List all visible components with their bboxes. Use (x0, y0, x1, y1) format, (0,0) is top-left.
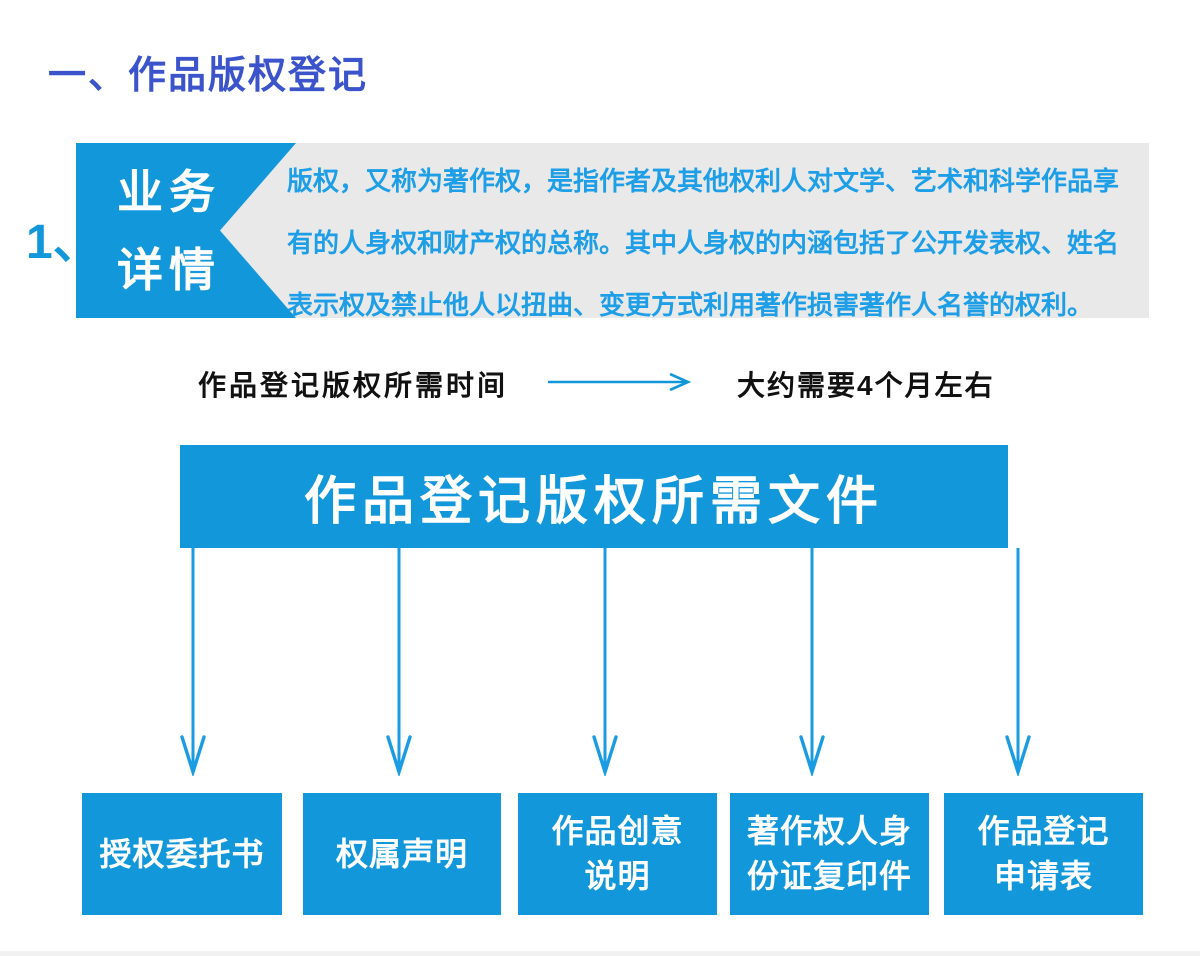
processing-time-value: 大约需要4个月左右 (737, 370, 995, 401)
doc-box-registration-form: 作品登记 申请表 (944, 793, 1143, 915)
down-arrow-icon (386, 548, 412, 776)
doc-box-label: 说明 (584, 858, 651, 894)
page-title: 一、作品版权登记 (48, 55, 369, 97)
business-detail-label: 业务 详情 (76, 143, 262, 318)
doc-box-label: 份证复印件 (746, 858, 912, 894)
doc-box-label: 作品创意 (551, 813, 684, 849)
down-arrow-icon (1005, 548, 1031, 776)
doc-box-id-copy: 著作权人身 份证复印件 (730, 793, 929, 915)
bottom-edge-strip (0, 951, 1200, 956)
processing-time-label: 作品登记版权所需时间 (198, 370, 509, 401)
description-text: 版权，又称为著作权，是指作者及其他权利人对文学、艺术和科学作品享 有的人身权和财… (287, 150, 1162, 336)
down-arrow-icon (180, 548, 206, 776)
down-arrow-icon (592, 548, 618, 776)
doc-box-label: 著作权人身 (746, 813, 912, 849)
business-detail-label-line: 详情 (117, 243, 221, 296)
doc-box-label: 授权委托书 (99, 835, 265, 872)
description-panel-wedge (220, 143, 1149, 318)
doc-box-creative-description: 作品创意 说明 (518, 793, 717, 915)
business-detail-label-line: 业务 (117, 165, 221, 218)
doc-box-label: 申请表 (993, 858, 1093, 894)
description-line: 版权，又称为著作权，是指作者及其他权利人对文学、艺术和科学作品享 (287, 166, 1120, 196)
doc-box-label: 作品登记 (977, 813, 1110, 849)
doc-box-authorization-letter: 授权委托书 (82, 793, 282, 915)
description-line: 表示权及禁止他人以扭曲、变更方式利用著作损害著作人名誉的权利。 (287, 290, 1094, 320)
description-line: 有的人身权和财产权的总称。其中人身权的内涵包括了公开发表权、姓名 (287, 228, 1120, 258)
required-documents-banner: 作品登记版权所需文件 (180, 445, 1008, 548)
doc-box-ownership-statement: 权属声明 (303, 793, 501, 915)
down-arrow-icon (799, 548, 825, 776)
doc-box-label: 权属声明 (335, 835, 468, 872)
right-arrow-icon (548, 373, 692, 391)
